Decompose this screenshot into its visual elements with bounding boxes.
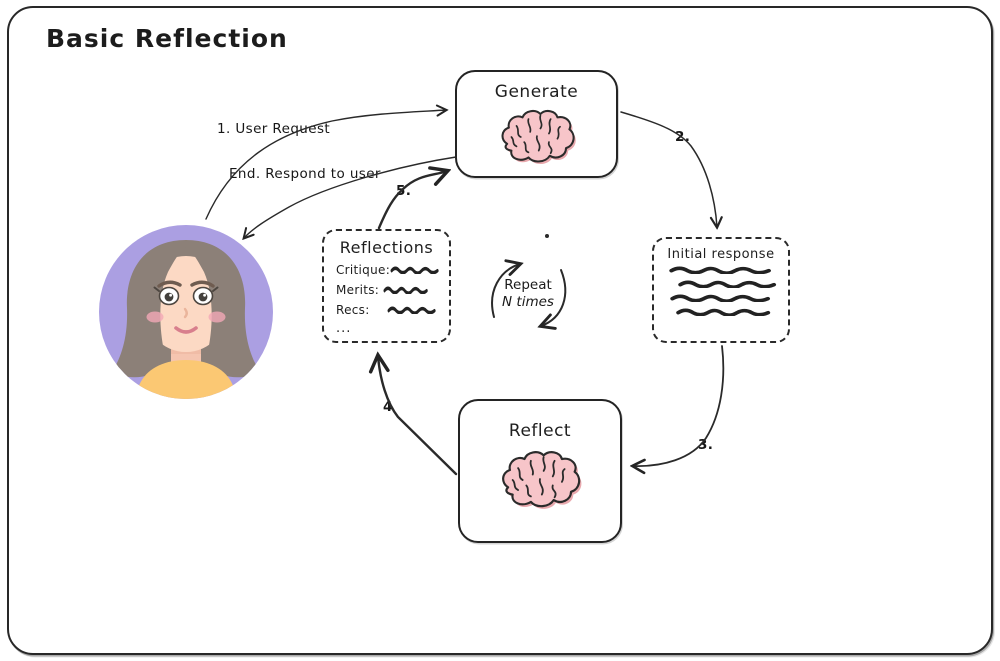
reflection-field-merits: Merits: bbox=[336, 280, 439, 300]
page-title: Basic Reflection bbox=[46, 24, 288, 53]
node-reflections: Reflections Critique: Merits: Recs: ... bbox=[322, 229, 451, 343]
node-generate: Generate bbox=[455, 70, 618, 178]
scribble-line bbox=[669, 294, 773, 302]
node-initial-response-label: Initial response bbox=[667, 247, 775, 262]
brain-icon bbox=[502, 451, 583, 510]
edge-label-step3: 3. bbox=[698, 437, 714, 453]
scribble-text-block bbox=[654, 262, 788, 316]
reflections-fields: Critique: Merits: Recs: ... bbox=[324, 257, 449, 336]
node-reflect: Reflect bbox=[458, 399, 622, 543]
reflection-field-recs: Recs: bbox=[336, 300, 439, 320]
reflection-field-ellipsis: ... bbox=[336, 320, 439, 336]
edge-label-step5: 5. bbox=[396, 183, 412, 199]
scribble-line bbox=[390, 266, 439, 274]
edge-label-respond-to-user: End. Respond to user bbox=[229, 166, 381, 182]
repeat-line2: N times bbox=[502, 294, 554, 310]
scribble-line bbox=[677, 280, 779, 288]
field-label: Critique: bbox=[336, 263, 391, 277]
node-generate-label: Generate bbox=[494, 82, 579, 102]
edge-label-step4: 4 bbox=[383, 399, 393, 415]
repeat-loop-label: Repeat N times bbox=[478, 277, 578, 311]
reflection-field-critique: Critique: bbox=[336, 260, 439, 280]
node-reflections-label: Reflections bbox=[339, 238, 434, 257]
node-reflect-label: Reflect bbox=[508, 421, 572, 441]
edge-label-user-request: 1. User Request bbox=[217, 121, 331, 137]
field-label: Merits: bbox=[336, 283, 380, 297]
scribble-line bbox=[668, 266, 774, 274]
field-label: Recs: bbox=[336, 303, 370, 317]
scribble-line bbox=[383, 286, 429, 294]
scribble-line bbox=[387, 306, 437, 314]
scribble-line bbox=[675, 308, 773, 316]
repeat-line1: Repeat bbox=[504, 277, 552, 293]
brain-icon bbox=[500, 109, 577, 166]
edge-label-step2: 2. bbox=[675, 129, 691, 145]
node-initial-response: Initial response bbox=[652, 237, 790, 343]
field-label: ... bbox=[336, 320, 352, 336]
